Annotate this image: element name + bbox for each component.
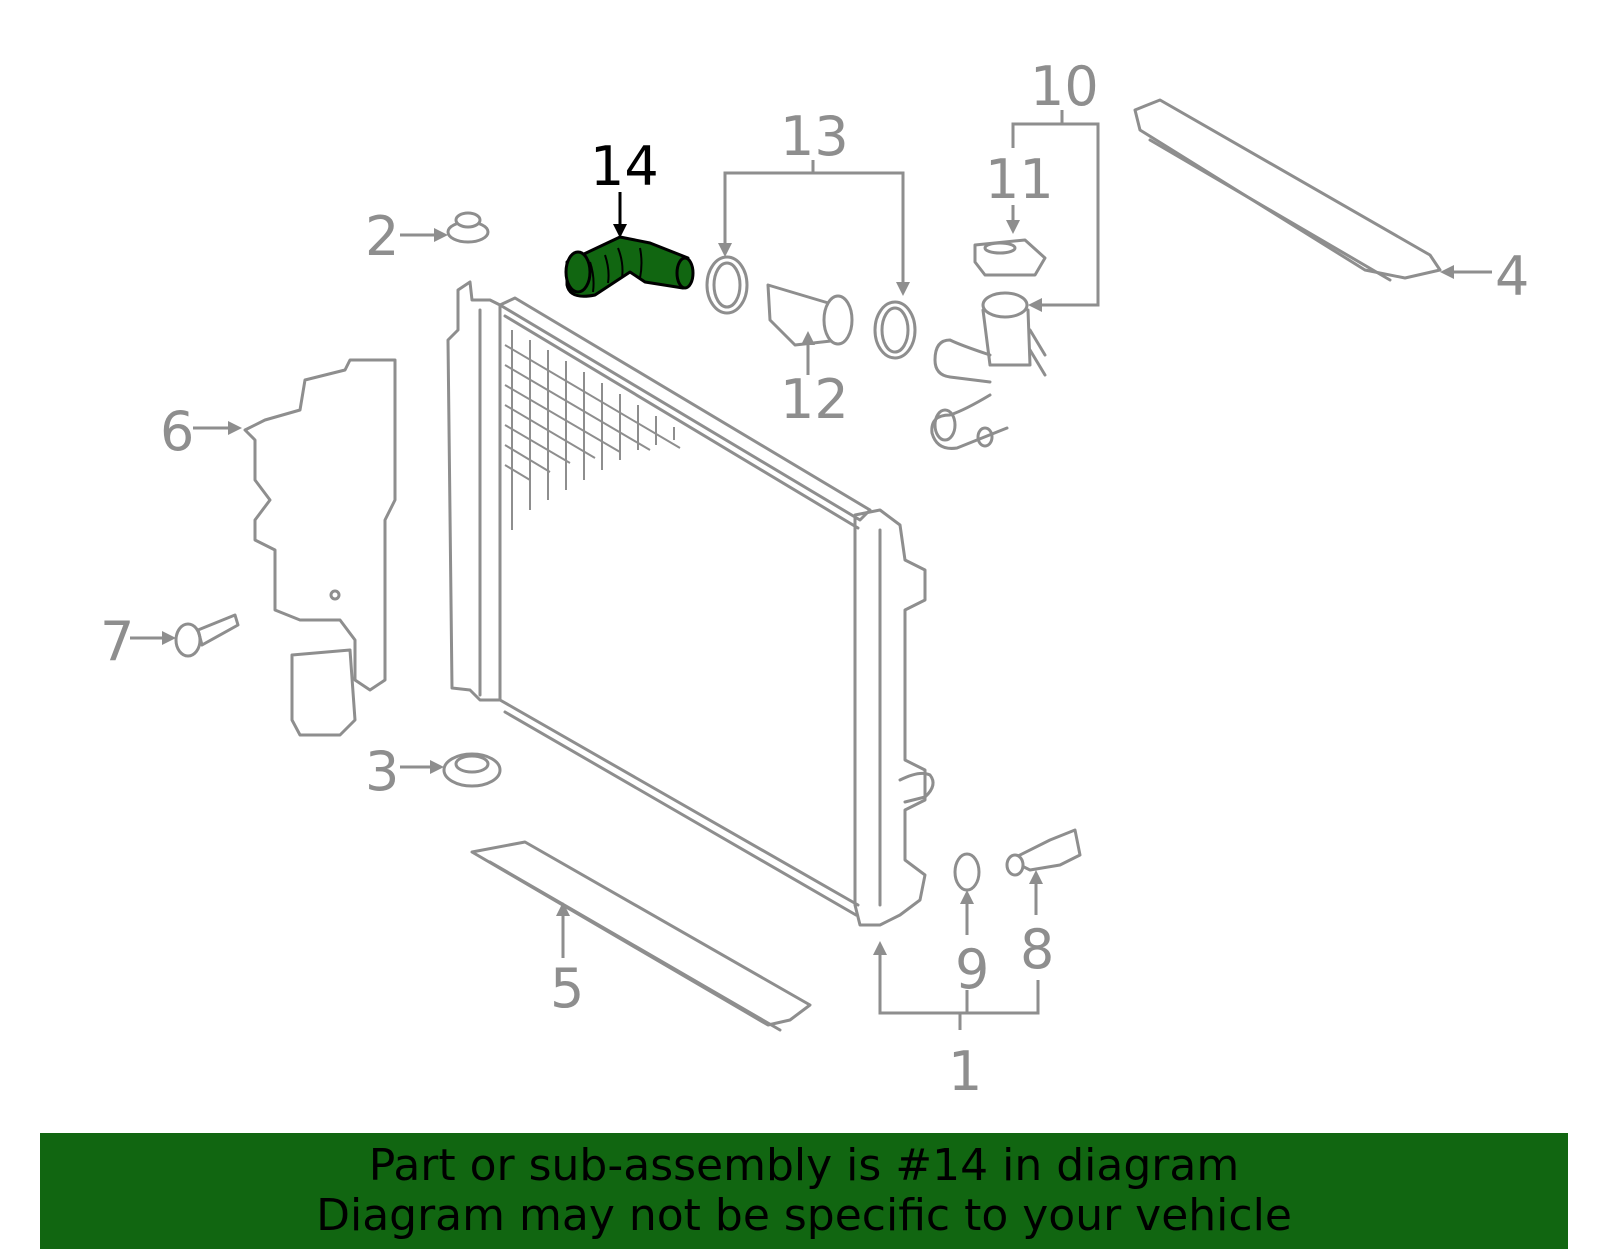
callout-labels: 1 2 3 4 5 6 7 8 9 10 11 12 13 14 [100,55,1529,1103]
radiator-top-rail-inner [503,314,860,530]
arrow-11 [1006,220,1020,234]
arrow-6 [228,421,242,435]
radiator-left-tank [446,280,502,702]
highlighted-hose-part-14[interactable] [564,235,695,298]
arrow-4 [1440,265,1454,279]
callout-11[interactable]: 11 [985,148,1054,211]
lead-10-bracket [1011,122,1100,307]
banner-line-1: Part or sub-assembly is #14 in diagram [368,1140,1240,1191]
filler-neck-port [933,408,957,442]
clamp-right-inner [880,306,910,354]
drain-plug[interactable] [1005,828,1082,877]
filler-neck-body [981,308,1032,367]
radiator-right-tank [853,508,927,927]
parts-diagram: 1 2 3 4 5 6 7 8 9 10 11 12 13 14 [100,55,1529,1103]
radiator-core-fins [504,330,681,530]
lower-bushing-outer [442,752,502,788]
radiator-bottom-rail [498,698,860,907]
cap-body [973,238,1047,277]
retainer-clip[interactable] [174,613,240,658]
arrow-1 [873,941,887,955]
lower-seal-body [470,840,812,1027]
callout-7[interactable]: 7 [100,610,134,673]
lead-13-bracket [723,171,905,282]
clamp-left-inner [712,261,742,309]
arrow-2 [434,228,448,242]
callout-2[interactable]: 2 [365,205,399,268]
cap-top [983,241,1017,255]
deflector-body [243,358,397,692]
part-14-hose-end-left [564,250,592,294]
filler-neck-inlet [933,338,992,384]
drain-plug-body [1008,828,1082,872]
arrow-14 [613,224,627,238]
callout-14[interactable]: 14 [590,135,659,198]
inlet-hose[interactable] [766,283,854,347]
arrow-12 [801,331,815,345]
callout-13[interactable]: 13 [780,105,849,168]
callout-10[interactable]: 10 [1030,55,1099,118]
radiator-top-rail [498,296,872,522]
filler-neck-top [981,291,1029,319]
upper-seal-edge [1148,138,1392,282]
callout-5[interactable]: 5 [550,957,584,1020]
bushing-top [454,211,482,229]
clip-shank [196,613,240,647]
radiator-bottom-rail-inner [503,710,858,917]
clip-head [174,622,202,658]
upper-mount-bushing[interactable] [446,211,490,244]
callout-9[interactable]: 9 [955,938,989,1001]
callout-12[interactable]: 12 [780,368,849,431]
arrow-13-right [896,282,910,296]
radiator-cap[interactable] [973,238,1047,277]
hose-end [822,294,854,346]
deflector-hole [329,589,341,601]
arrow-5 [556,902,570,916]
callout-4[interactable]: 4 [1495,245,1529,308]
callout-1[interactable]: 1 [948,1040,982,1103]
callout-6[interactable]: 6 [160,400,194,463]
hose-clamps[interactable] [705,255,917,360]
arrow-7 [162,631,176,645]
upper-seal-body [1133,98,1442,280]
o-ring[interactable] [953,852,981,892]
lower-bushing-inner [454,754,490,774]
callout-3[interactable]: 3 [365,740,399,803]
arrow-13-left [718,243,732,257]
drain-plug-tip [1005,853,1025,877]
part-14-hose-ribs [589,247,643,293]
radiator-outlet-pipe [898,771,935,804]
upper-seal[interactable] [1133,98,1442,282]
radiator-assembly[interactable] [446,280,935,927]
arrow-9 [960,890,974,904]
filler-neck-housing[interactable] [930,291,1047,450]
arrow-10 [1028,298,1042,312]
banner-line-2: Diagram may not be specific to your vehi… [316,1190,1292,1241]
deflector-lower-tab [290,648,357,737]
lower-seal-edge [488,860,782,1032]
side-deflector[interactable] [243,358,397,737]
lower-seal[interactable] [470,840,812,1032]
arrow-3 [430,760,444,774]
arrow-8 [1029,870,1043,884]
leader-lines [130,110,1492,1030]
hose-body [766,283,842,347]
callout-8[interactable]: 8 [1020,918,1054,981]
lower-mount-bushing[interactable] [442,752,502,788]
filler-neck-bracket [1028,328,1047,377]
info-banner: Part or sub-assembly is #14 in diagram D… [40,1133,1568,1249]
part-14-hose-end-right [675,256,695,290]
filler-neck-port-2 [976,426,994,448]
